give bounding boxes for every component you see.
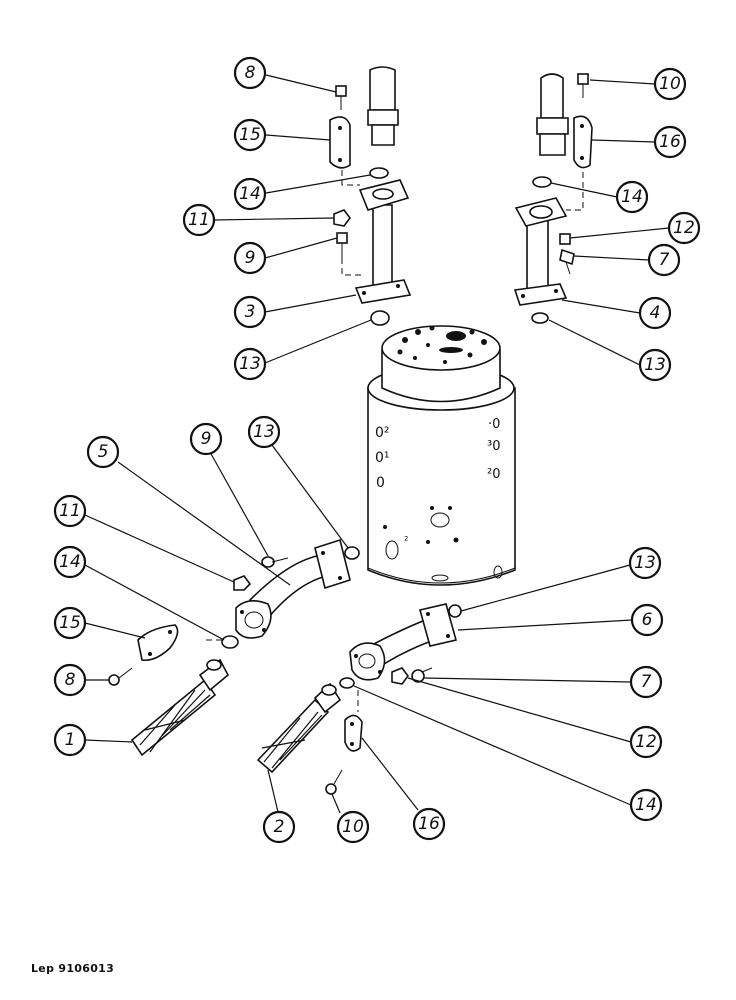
callout-4: 4 bbox=[638, 296, 672, 330]
callout-13-topleft: 13 bbox=[233, 347, 267, 381]
callout-label: 12 bbox=[673, 218, 695, 238]
callout-7-right: 7 bbox=[629, 665, 663, 699]
callout-label: 5 bbox=[98, 442, 109, 462]
callout-16-bottom: 16 bbox=[412, 807, 446, 841]
callout-label: 3 bbox=[245, 302, 256, 322]
callout-6: 6 bbox=[630, 603, 664, 637]
callout-label: 6 bbox=[642, 610, 653, 630]
callout-label: 1 bbox=[65, 730, 76, 750]
callout-15-mid: 15 bbox=[53, 606, 87, 640]
callout-label: 13 bbox=[253, 422, 275, 442]
callout-label: 14 bbox=[635, 795, 657, 815]
callout-label: 14 bbox=[59, 552, 81, 572]
leader-lines bbox=[84, 74, 670, 814]
callout-label: 13 bbox=[644, 355, 666, 375]
callout-5: 5 bbox=[86, 435, 120, 469]
port-mark-left-mid: 0¹ bbox=[375, 450, 390, 466]
top-right-assembly bbox=[513, 73, 593, 324]
callout-12-right: 12 bbox=[629, 725, 663, 759]
callout-label: 10 bbox=[342, 817, 364, 837]
callout-14-topright: 14 bbox=[615, 180, 649, 214]
callout-label: 10 bbox=[659, 74, 681, 94]
callout-9-mid: 9 bbox=[189, 422, 223, 456]
callout-label: 15 bbox=[59, 613, 81, 633]
callout-14-topleft: 14 bbox=[233, 177, 267, 211]
callout-label: 14 bbox=[621, 187, 643, 207]
callout-16-top: 16 bbox=[653, 125, 687, 159]
callout-label: 11 bbox=[59, 501, 81, 521]
callout-label: 8 bbox=[245, 63, 256, 83]
callout-label: 13 bbox=[239, 354, 261, 374]
callout-13-right: 13 bbox=[628, 546, 662, 580]
port-mark-right-low: ²0 bbox=[487, 467, 500, 482]
callout-12-top: 12 bbox=[667, 211, 701, 245]
callout-11-mid: 11 bbox=[53, 494, 87, 528]
callout-label: 13 bbox=[634, 553, 656, 573]
callout-13-mid: 13 bbox=[247, 415, 281, 449]
callout-label: 9 bbox=[201, 429, 212, 449]
callout-label: 12 bbox=[635, 732, 657, 752]
drawing-reference-code: Lep 9106013 bbox=[31, 962, 115, 975]
callout-7-top: 7 bbox=[647, 243, 681, 277]
callout-2: 2 bbox=[262, 810, 296, 844]
callout-9-top: 9 bbox=[233, 241, 267, 275]
callout-15-top: 15 bbox=[233, 118, 267, 152]
callout-label: 14 bbox=[239, 184, 261, 204]
swivel-body: 0² 0¹ 0 ·0 ³0 ²0 ² bbox=[367, 325, 516, 586]
callout-label: 15 bbox=[239, 125, 261, 145]
callout-label: 11 bbox=[188, 210, 210, 230]
callout-11-top: 11 bbox=[182, 203, 216, 237]
callout-14-mid: 14 bbox=[53, 545, 87, 579]
callout-label: 8 bbox=[65, 670, 76, 690]
callout-1: 1 bbox=[53, 723, 87, 757]
port-mark-right-upper: ·0 bbox=[488, 417, 500, 432]
callout-label: 2 bbox=[274, 817, 285, 837]
callout-label: 7 bbox=[659, 250, 670, 270]
port-mark-left-upper: 0² bbox=[375, 425, 390, 441]
callout-8-top: 8 bbox=[233, 56, 267, 90]
port-mark-right-mid: ³0 bbox=[487, 439, 500, 454]
bottom-right-assembly bbox=[256, 603, 462, 795]
callout-3: 3 bbox=[233, 295, 267, 329]
port-mark-left-low: 0 bbox=[376, 475, 385, 491]
callout-10-top: 10 bbox=[653, 67, 687, 101]
top-left-assembly bbox=[329, 66, 412, 326]
callout-label: 7 bbox=[641, 672, 652, 692]
callout-label: 4 bbox=[650, 303, 661, 323]
callout-8-mid: 8 bbox=[53, 663, 87, 697]
callout-14-right: 14 bbox=[629, 788, 663, 822]
callout-label: 9 bbox=[245, 248, 256, 268]
bottom-left-assembly bbox=[108, 538, 360, 757]
callout-label: 16 bbox=[659, 132, 681, 152]
callout-label: 16 bbox=[418, 814, 440, 834]
port-mark-face-small: ² bbox=[404, 534, 408, 547]
callout-13-topright: 13 bbox=[638, 348, 672, 382]
callout-10-bottom: 10 bbox=[336, 810, 370, 844]
